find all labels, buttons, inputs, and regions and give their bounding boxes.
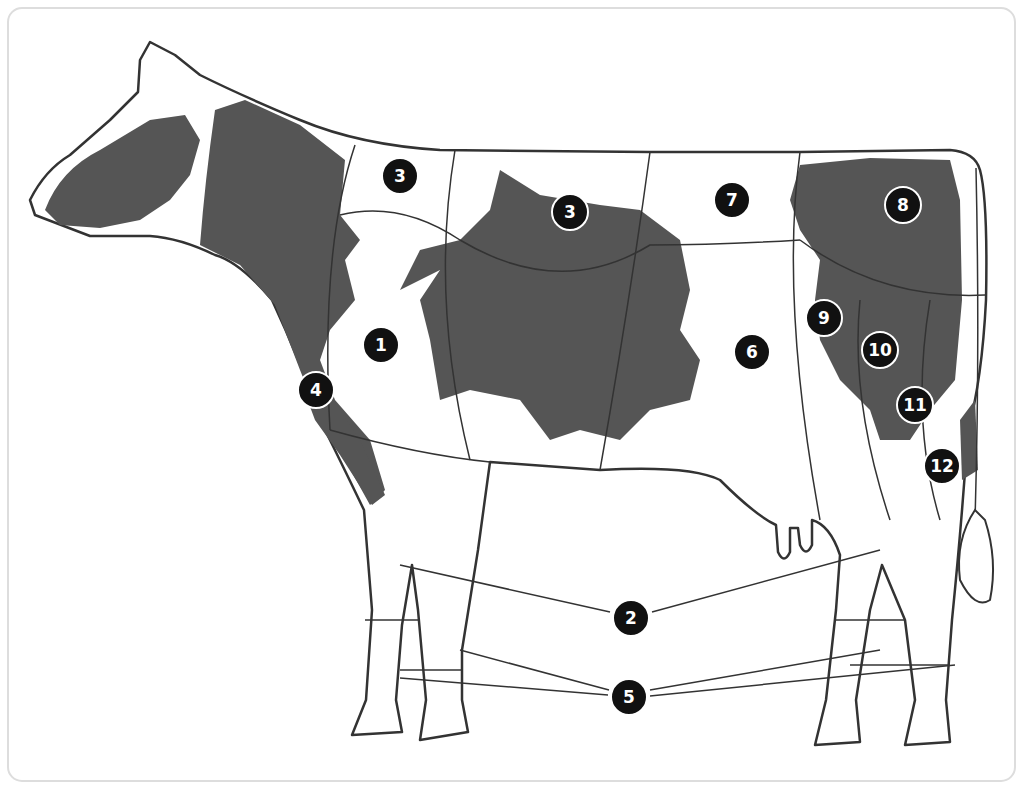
rump-patch	[790, 158, 962, 440]
leader-line	[460, 650, 609, 690]
cut-line	[836, 619, 905, 621]
callout-number: 3	[551, 193, 589, 231]
leader-line	[400, 565, 610, 612]
cut-line	[365, 619, 418, 621]
frame	[8, 8, 1015, 781]
callout-number: 11	[896, 386, 934, 424]
head-patch	[45, 115, 200, 228]
callout-number: 6	[733, 333, 771, 371]
cut-line	[445, 150, 470, 460]
callout-number: 8	[884, 186, 922, 224]
leader-line	[400, 678, 608, 695]
leader-line	[652, 550, 880, 612]
callout-number: 5	[610, 678, 648, 716]
hind-patch	[960, 400, 978, 480]
body-patch	[400, 170, 700, 440]
tail	[975, 168, 978, 520]
cut-line	[850, 664, 950, 666]
cut-line	[600, 152, 650, 470]
cut-line	[793, 152, 820, 520]
callout-number: 12	[923, 447, 961, 485]
cut-line	[400, 669, 462, 671]
callout-number: 10	[861, 331, 899, 369]
callout-number: 4	[297, 371, 335, 409]
tail-switch	[959, 510, 993, 603]
callout-number: 1	[362, 326, 400, 364]
leader-line	[650, 665, 955, 696]
cut-line	[330, 430, 490, 462]
callout-number: 3	[381, 157, 419, 195]
neck-patch	[200, 100, 385, 505]
callout-number: 9	[805, 299, 843, 337]
cow-outline	[30, 42, 986, 745]
callout-number: 2	[612, 599, 650, 637]
cut-line	[800, 240, 985, 295]
callout-number: 7	[713, 181, 751, 219]
